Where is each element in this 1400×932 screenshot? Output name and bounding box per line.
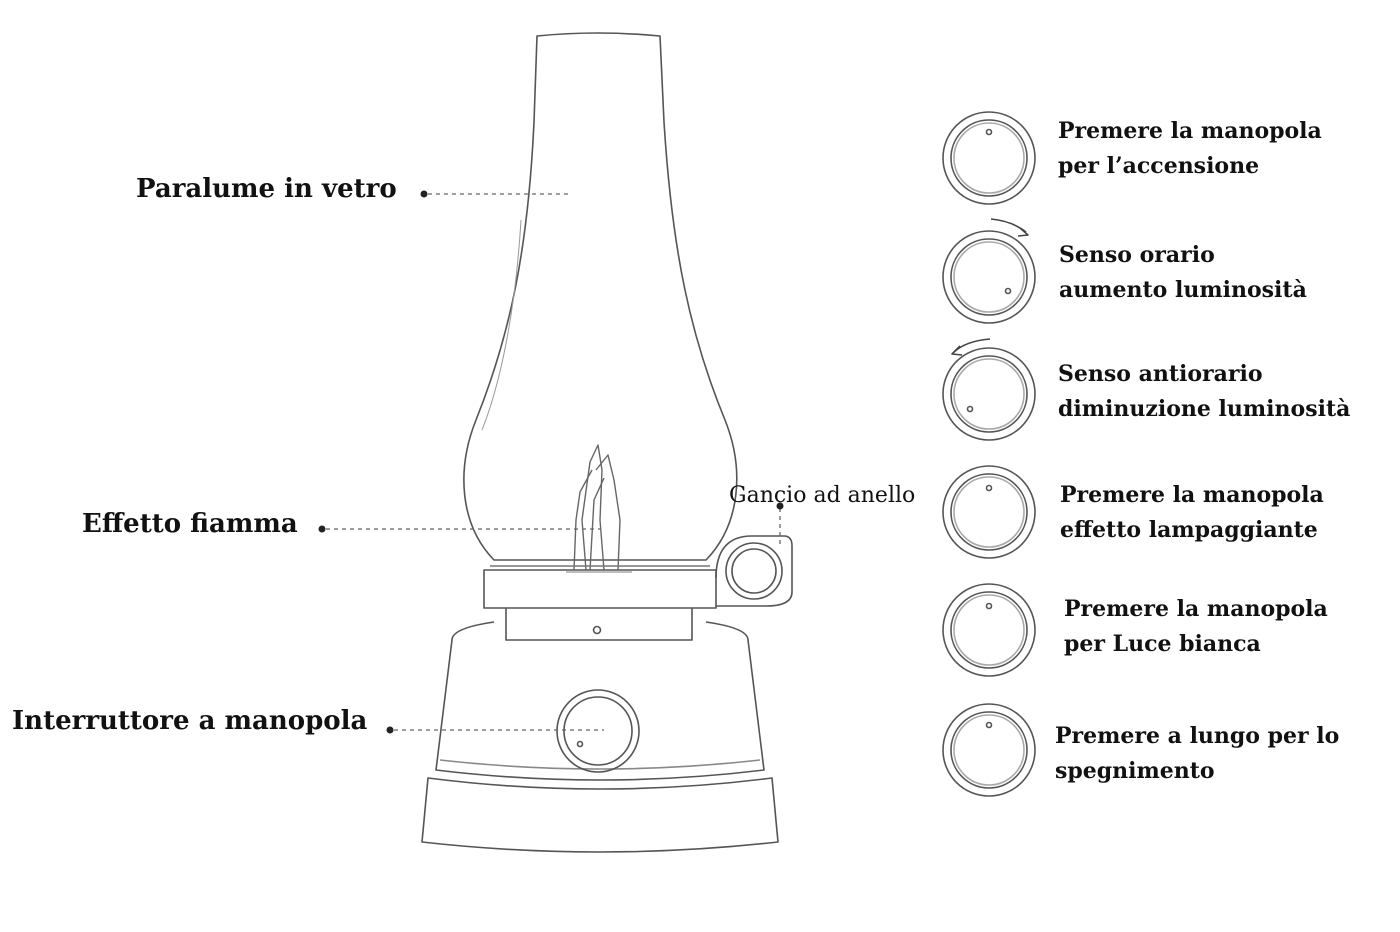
glass-shade [463,32,738,561]
instruction-1-line1: Premere la manopola [1058,118,1322,144]
knob-icon-3 [942,338,1036,441]
instruction-3-line1: Senso antiorario [1058,361,1263,387]
instruction-2-line1: Senso orario [1059,242,1215,268]
instruction-6: Premere a lungo per lo spegnimento [1055,719,1339,789]
instruction-1: Premere la manopola per l’accensione [1058,114,1322,184]
glass-shade-label: Paralume in vetro [136,174,397,204]
dot-knob [386,726,394,734]
instruction-4-line1: Premere la manopola [1060,482,1324,508]
instruction-3-line2: diminuzione luminosità [1058,396,1351,422]
lamp-base [435,621,765,781]
instruction-4-line2: effetto lampaggiante [1060,517,1318,543]
instruction-4: Premere la manopola effetto lampaggiante [1060,478,1324,548]
base-knob [556,689,640,773]
ring-hook [715,535,793,607]
knob-icon-4 [942,465,1036,559]
knob-switch-label: Interruttore a manopola [12,706,368,736]
instruction-6-line2: spegnimento [1055,758,1215,784]
ring-hook-label: Gancio ad anello [729,483,916,508]
instruction-2-line2: aumento luminosità [1059,277,1307,303]
instruction-6-line1: Premere a lungo per lo [1055,723,1340,749]
instruction-5-line2: per Luce bianca [1064,631,1261,657]
toothed-ring [483,565,717,609]
dot-hook [776,502,784,510]
flame-effect-label: Effetto fiamma [82,509,298,539]
instruction-5-line1: Premere la manopola [1064,596,1328,622]
instruction-1-line2: per l’accensione [1058,153,1260,179]
knob-icon-5 [942,583,1036,677]
knob-icon-6 [942,703,1036,797]
instruction-5: Premere la manopola per Luce bianca [1064,592,1328,662]
dot-glass-shade [420,190,428,198]
knob-icon-2 [942,218,1036,324]
instruction-2: Senso orario aumento luminosità [1059,238,1307,308]
instruction-3: Senso antiorario diminuzione luminosità [1058,357,1350,427]
dot-flame [318,525,326,533]
flame-effect [566,444,632,573]
knob-icon-1 [942,111,1036,205]
